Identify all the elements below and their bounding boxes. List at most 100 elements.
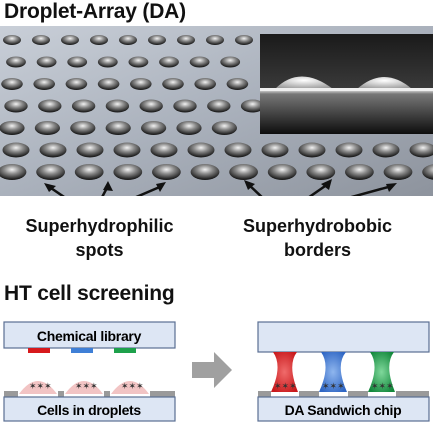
cells-in-droplets-label: Cells in droplets xyxy=(37,402,141,418)
label-line: Superhydrobobic xyxy=(242,216,392,236)
droplet xyxy=(65,381,103,394)
droplet-green xyxy=(368,352,395,392)
sandwich-top-slide xyxy=(257,321,430,353)
label-line: spots xyxy=(75,240,124,260)
well-spot xyxy=(90,35,108,45)
droplet-array-photo xyxy=(0,26,433,196)
well-spot xyxy=(113,142,141,158)
well-spot xyxy=(190,164,220,180)
well-spot xyxy=(152,164,181,180)
well-spot xyxy=(177,35,195,45)
svg-text:✶✶✶: ✶✶✶ xyxy=(75,382,98,392)
well-spot xyxy=(139,99,163,113)
process-arrow xyxy=(192,352,232,388)
well-spot xyxy=(119,35,137,45)
contact-angle-inset xyxy=(260,34,433,134)
well-spot xyxy=(194,78,216,90)
well-spot xyxy=(61,35,79,45)
well-spot xyxy=(34,121,61,135)
svg-text:✶✶✶: ✶✶✶ xyxy=(371,382,394,392)
well-spot xyxy=(33,78,55,90)
hydrophobic-borders-right xyxy=(258,391,429,397)
well-spot xyxy=(97,78,120,90)
well-spot xyxy=(187,142,215,158)
well-spot xyxy=(6,56,26,68)
well-spot xyxy=(298,142,326,158)
well-spot xyxy=(306,164,336,180)
well-spot xyxy=(220,56,241,68)
well-spot xyxy=(141,121,167,135)
label-superhydrophobic-borders: Superhydrobobic borders xyxy=(210,214,425,262)
well-spot xyxy=(39,142,67,158)
well-spot xyxy=(335,142,363,158)
well-spot xyxy=(3,35,21,45)
well-spot xyxy=(0,164,27,180)
well-spot xyxy=(206,35,224,45)
well-spot xyxy=(162,78,184,90)
well-spot xyxy=(130,78,152,90)
chemical-library-label: Chemical library xyxy=(37,328,142,344)
well-spot xyxy=(36,56,57,68)
droplet xyxy=(19,381,57,394)
well-spot xyxy=(128,56,149,68)
well-spot xyxy=(422,164,433,180)
well-spot xyxy=(70,121,96,135)
well-spot xyxy=(148,35,166,45)
compound-spot-green xyxy=(114,348,136,353)
well-spot xyxy=(207,99,231,113)
label-line: borders xyxy=(283,240,352,260)
well-spot xyxy=(267,164,297,180)
cells-in-droplets-box xyxy=(3,396,176,422)
chemical-library-box xyxy=(3,321,176,349)
well-spot xyxy=(211,121,237,135)
svg-text:✶✶✶: ✶✶✶ xyxy=(121,382,144,392)
sandwich-chip-label: DA Sandwich chip xyxy=(285,402,402,418)
well-spot xyxy=(105,121,131,135)
arrow-heads xyxy=(44,179,397,192)
droplet-red xyxy=(271,352,298,392)
well-spot xyxy=(189,56,210,68)
cells: ✶✶✶ ✶✶✶ ✶✶✶ xyxy=(29,382,144,392)
screening-schematic: Chemical library ✶✶✶ ✶✶✶ ✶✶✶ Cells in dr… xyxy=(3,321,430,422)
svg-text:✶✶✶: ✶✶✶ xyxy=(274,382,297,392)
well-spot xyxy=(2,142,30,158)
well-spot xyxy=(224,142,252,158)
well-spot xyxy=(235,35,253,45)
well-spot xyxy=(105,99,130,113)
cells-right: ✶✶✶ ✶✶✶ ✶✶✶ xyxy=(274,382,394,392)
hydrophobic-borders-left xyxy=(4,391,175,397)
well-spot xyxy=(71,99,96,113)
superhydrophilic-spots xyxy=(0,35,433,180)
well-spot xyxy=(113,164,143,180)
well-spot xyxy=(173,99,197,113)
well-spot xyxy=(176,121,202,135)
droplet xyxy=(111,381,149,394)
well-spot xyxy=(159,56,179,68)
label-line: Superhydrophilic xyxy=(25,216,174,236)
well-spot xyxy=(372,142,400,158)
compound-spot-red xyxy=(28,348,50,353)
compound-spot-blue xyxy=(71,348,93,353)
well-spot xyxy=(97,56,118,68)
well-spot xyxy=(409,142,433,158)
figure-title-droplet-array: Droplet-Array (DA) xyxy=(4,0,186,23)
well-spot xyxy=(226,78,249,90)
well-spot xyxy=(36,164,65,180)
well-spot xyxy=(4,99,28,113)
well-spot xyxy=(383,164,413,180)
well-spot xyxy=(261,142,289,158)
section-title-ht-screening: HT cell screening xyxy=(4,282,175,305)
well-spot xyxy=(345,164,374,180)
well-spot xyxy=(150,142,178,158)
well-spot xyxy=(76,142,104,158)
well-spot xyxy=(229,164,258,180)
well-spot xyxy=(240,99,265,113)
annotation-arrows xyxy=(47,182,393,196)
sandwich-bottom-slide xyxy=(257,396,430,422)
well-spot xyxy=(67,56,88,68)
well-spot xyxy=(65,78,88,90)
well-spot xyxy=(1,78,23,90)
well-spot xyxy=(38,99,62,113)
svg-text:✶✶✶: ✶✶✶ xyxy=(322,382,345,392)
droplet-blue xyxy=(319,352,347,392)
